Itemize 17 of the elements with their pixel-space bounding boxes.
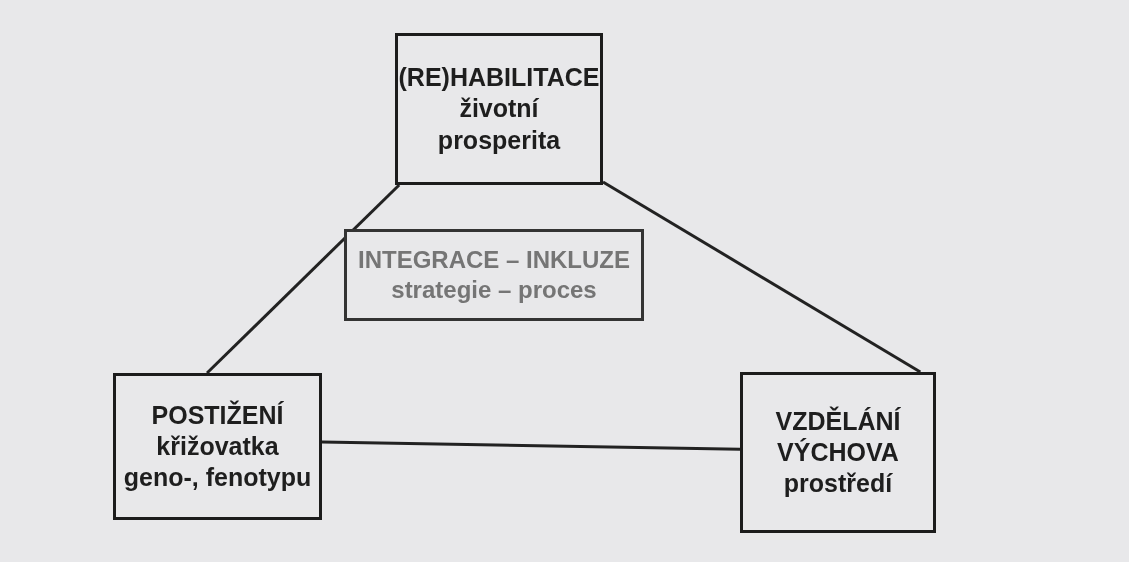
box-text: (RE)HABILITACE bbox=[398, 62, 600, 94]
box-text: strategie – proces bbox=[391, 275, 597, 305]
text-box bbox=[395, 33, 603, 185]
box-text: křižovatka bbox=[156, 430, 279, 462]
box-text: VÝCHOVA bbox=[777, 436, 899, 468]
box-text: životní prosperita bbox=[436, 93, 562, 156]
connector-line bbox=[206, 183, 401, 375]
box-text: POSTIŽENÍ bbox=[151, 399, 284, 431]
text-box bbox=[113, 373, 322, 520]
text-box bbox=[344, 229, 644, 321]
box-text: prostředí bbox=[783, 468, 893, 500]
box-text: geno-, fenotypu bbox=[123, 462, 312, 494]
text-box bbox=[740, 372, 936, 533]
box-text: VZDĚLÁNÍ bbox=[775, 405, 901, 437]
connector-line bbox=[321, 440, 741, 451]
box-text: INTEGRACE – INKLUZE bbox=[358, 245, 630, 275]
connector-line bbox=[602, 180, 922, 374]
